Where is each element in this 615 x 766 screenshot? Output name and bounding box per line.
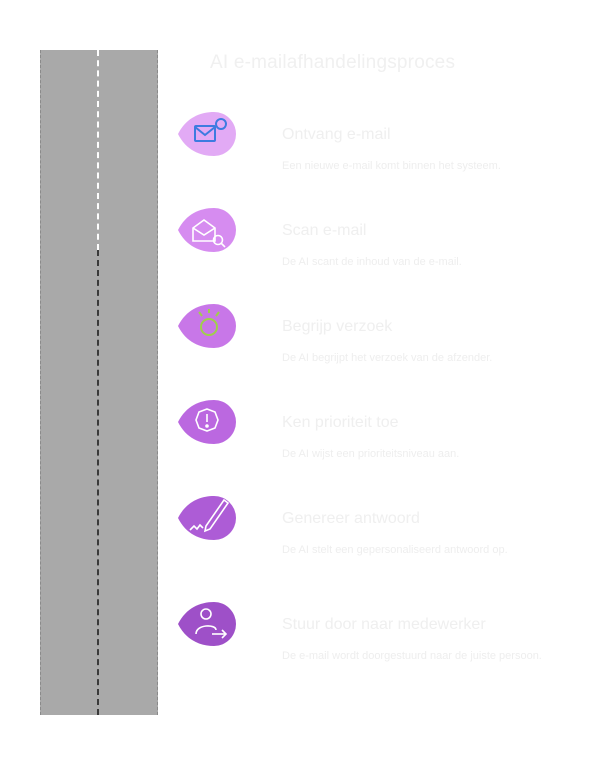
step-forward-to-employee: Stuur door naar medewerker De e-mail wor… bbox=[176, 600, 596, 690]
step-scan-email: Scan e-mail De AI scant de inhoud van de… bbox=[176, 206, 596, 296]
step-description: De AI stelt een gepersonaliseerd antwoor… bbox=[282, 544, 508, 556]
road-center-line-white bbox=[97, 50, 99, 250]
road-edge-right bbox=[157, 50, 158, 715]
step-marker bbox=[178, 496, 236, 540]
step-understand-request: Begrijp verzoek De AI begrijpt het verzo… bbox=[176, 302, 596, 392]
step-assign-priority: Ken prioriteit toe De AI wijst een prior… bbox=[176, 398, 596, 488]
step-title: Ken prioriteit toe bbox=[282, 414, 399, 431]
step-title: Genereer antwoord bbox=[282, 510, 420, 527]
step-generate-response: Genereer antwoord De AI stelt een gepers… bbox=[176, 494, 596, 584]
step-description: De AI scant de inhoud van de e-mail. bbox=[282, 256, 462, 268]
step-marker bbox=[178, 602, 236, 646]
priority-alert-icon bbox=[195, 408, 219, 432]
step-title: Scan e-mail bbox=[282, 222, 367, 239]
step-title: Begrijp verzoek bbox=[282, 318, 393, 335]
step-marker bbox=[178, 400, 236, 444]
step-title: Ontvang e-mail bbox=[282, 126, 391, 143]
step-marker bbox=[178, 208, 236, 252]
road-center-line-dark bbox=[97, 250, 99, 715]
step-marker bbox=[178, 304, 236, 348]
step-description: De AI begrijpt het verzoek van de afzend… bbox=[282, 352, 493, 364]
pen-write-icon bbox=[189, 498, 230, 533]
step-marker bbox=[178, 112, 236, 156]
road bbox=[40, 50, 158, 715]
step-title: Stuur door naar medewerker bbox=[282, 616, 486, 633]
step-description: De e-mail wordt doorgestuurd naar de jui… bbox=[282, 650, 542, 662]
page-title: AI e-mailafhandelingsproces bbox=[210, 52, 456, 73]
road-edge-left bbox=[40, 50, 41, 715]
envelope-search-icon bbox=[192, 219, 226, 248]
step-description: Een nieuwe e-mail komt binnen het systee… bbox=[282, 160, 501, 172]
step-description: De AI wijst een prioriteitsniveau aan. bbox=[282, 448, 460, 460]
lightbulb-idea-icon bbox=[198, 309, 220, 336]
envelope-notification-icon bbox=[194, 118, 227, 142]
step-receive-email: Ontvang e-mail Een nieuwe e-mail komt bi… bbox=[176, 110, 596, 200]
user-forward-icon bbox=[195, 608, 228, 639]
